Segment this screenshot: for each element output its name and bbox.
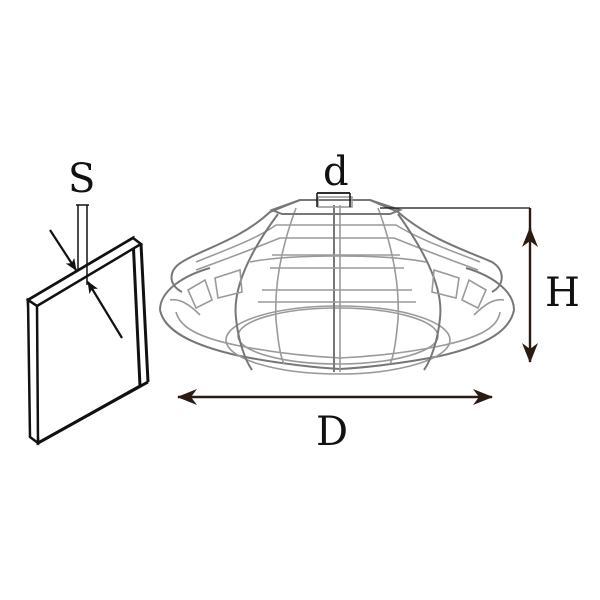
thickness-arrow-left <box>49 229 77 271</box>
plate-sample <box>25 235 150 446</box>
height-dimension: H <box>380 207 580 363</box>
thickness-arrow-right <box>87 281 123 339</box>
lampshade-frame <box>159 196 515 375</box>
top-diameter-label: d <box>323 149 349 195</box>
thickness-dimension: S <box>49 156 123 339</box>
top-diameter-dimension: d <box>316 149 351 207</box>
diameter-dimension: D <box>177 389 493 455</box>
diameter-label: D <box>316 409 348 455</box>
height-label: H <box>545 270 580 316</box>
thickness-label: S <box>68 156 95 202</box>
